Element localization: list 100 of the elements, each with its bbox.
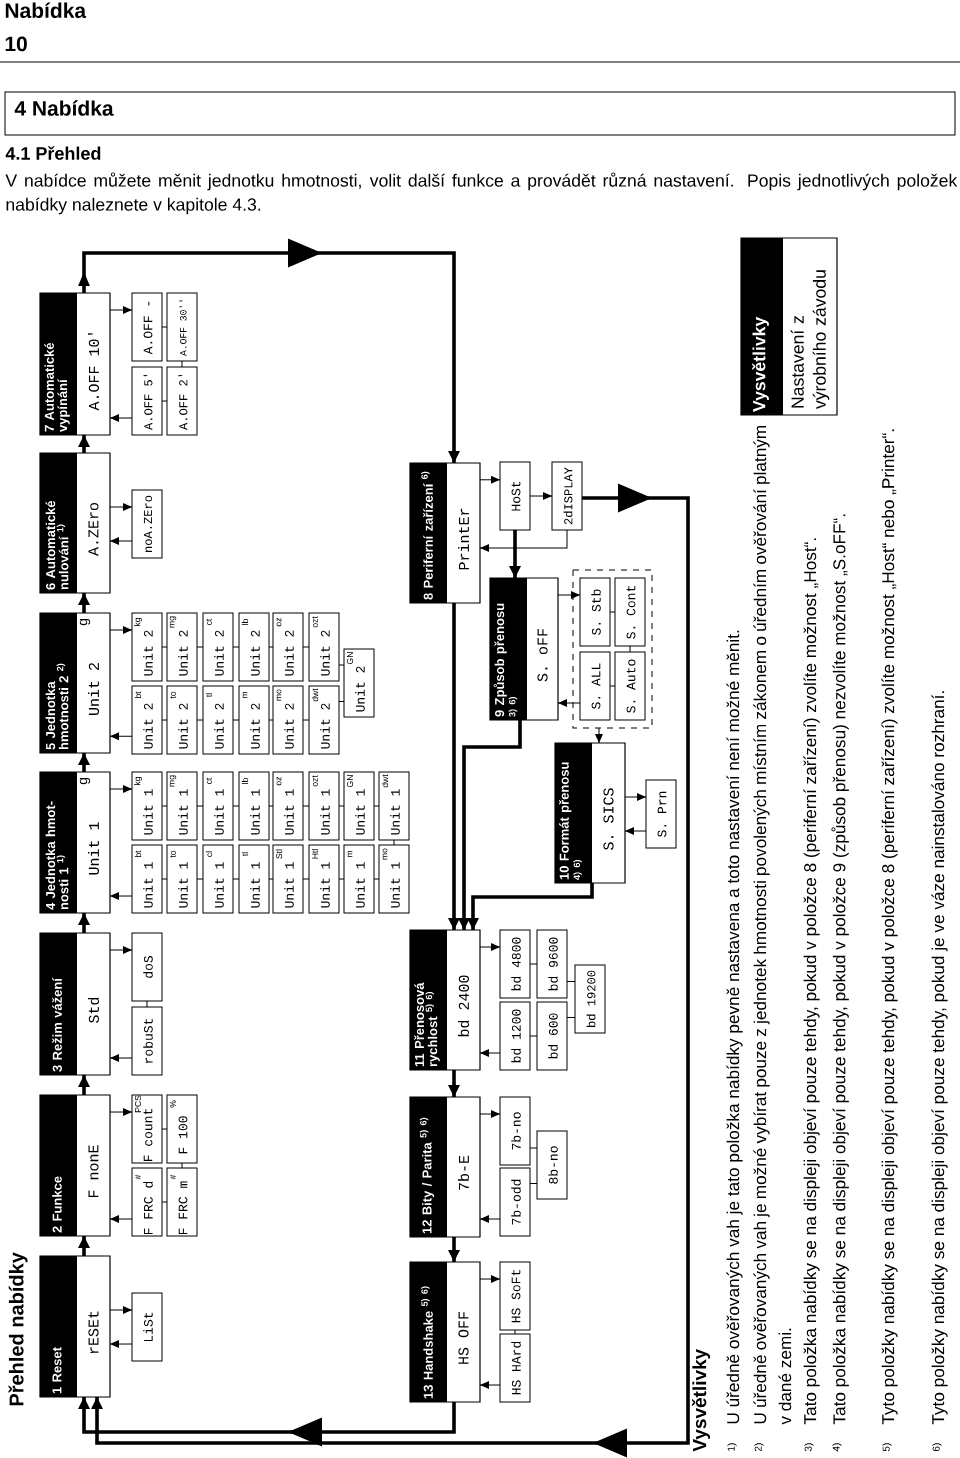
connector-line [529, 1183, 538, 1184]
arrow [458, 720, 522, 930]
arrow [109, 946, 133, 954]
page-number: 10 [5, 36, 27, 52]
footnote-number: 4) [832, 1443, 842, 1452]
arrow [595, 727, 603, 744]
connector-line [161, 805, 168, 807]
option-box: Unit 2 oz [272, 612, 304, 682]
option-box: Unit 2 GN [343, 648, 375, 718]
arrow [109, 732, 133, 741]
footnote: Tyto položky nabídky se na displeji objeví pouze tehdy, pokud je ve váze nainstalováno rozhraní. [931, 691, 948, 1425]
option-box: HoSt [499, 461, 531, 531]
option-box: S. ALL [579, 651, 611, 721]
option-box: A.OFF 2' [166, 366, 198, 436]
option-box: HS SoFt [499, 1261, 531, 1331]
menu-item-box: 8 Periferní zařízení $^{6)}$ PrintEr [409, 462, 481, 604]
connector-line [196, 646, 204, 648]
option-box: F count PCS [131, 1094, 163, 1164]
option-box: S. Stb [579, 577, 611, 647]
option-box: Unit 1 GN [343, 771, 375, 841]
option-box: bd 9600 [536, 929, 568, 999]
arrow [479, 1049, 501, 1057]
option-box: bd 600 [536, 1001, 568, 1071]
connector-line [161, 878, 168, 880]
option-box: Unit 2 bt [131, 685, 163, 755]
option-box: S. Prn [645, 779, 677, 849]
footnote: U úředně ověřovaných vah je možné vybírat pouze z jednotek hmotnosti povolených místním zákonem o úředním ověřování platným v dané zemi. [753, 425, 792, 1425]
arrow [557, 699, 581, 707]
connector-line [609, 611, 616, 613]
arrow [448, 1237, 460, 1262]
connector-line [232, 805, 240, 807]
arrow [109, 785, 133, 793]
paragraph: V nabídce můžete měnit jednotku hmotnosti, volit další funkce a provádět různá nastavení. Popis jednotlivých položek nabídky naleznete v kapitole 4.3. [5, 172, 958, 215]
arrow [624, 827, 647, 835]
menu-item-box: 2 Funkce F nonE [39, 1094, 111, 1237]
dashed-group-frame [572, 569, 653, 729]
connector-line [196, 719, 204, 721]
arrow [448, 603, 460, 930]
option-box: A.OFF 30'' [166, 292, 198, 362]
footnote-number: 3) [804, 1443, 814, 1452]
arrow [557, 591, 581, 599]
arrow [479, 1215, 501, 1223]
option-box: Unit 2 ozt [308, 612, 340, 682]
connector-line [181, 1162, 183, 1169]
option-box: bd 4800 [499, 929, 531, 999]
connector-line [373, 805, 380, 807]
option-box: Unit 2 tl [202, 685, 234, 755]
option-box: F FRC m # [166, 1167, 198, 1237]
option-box: doS [131, 932, 163, 1002]
connector-line [338, 701, 345, 702]
connector-line [268, 878, 274, 880]
option-box: Unit 2 dwt [308, 685, 340, 755]
menu-item-box: 10 Formát přenosu 4) 6) S. SICS [554, 742, 626, 884]
arrow [78, 1236, 90, 1256]
arrow [109, 1306, 133, 1314]
arrow [78, 435, 90, 453]
connector-line [161, 1201, 168, 1203]
option-box: Unit 1 ozt [308, 771, 340, 841]
option-box: Unit 2 ct [202, 612, 234, 682]
arrow [467, 883, 594, 930]
connector-line [268, 719, 274, 721]
connector-line [232, 878, 240, 880]
option-box: bd 19200 [574, 964, 606, 1034]
arrow [109, 1054, 133, 1062]
option-box: HS HArd [499, 1333, 531, 1403]
connector-line [302, 646, 310, 648]
option-box: 2dISPLAY [551, 461, 583, 531]
connector-line [609, 685, 616, 687]
option-box: Unit 1 mg [166, 771, 198, 841]
arrow [448, 1070, 460, 1097]
arrow [109, 503, 133, 511]
connector-line [268, 805, 274, 807]
option-box: Unit 1 bt [131, 844, 163, 914]
option-box: Unit 1 Htl [308, 844, 340, 914]
connector-line [529, 963, 538, 965]
connector-line [232, 646, 240, 648]
connector-line [373, 878, 380, 880]
arrow [82, 251, 460, 463]
option-box: noA.ZEro [131, 489, 163, 559]
option-box: F FRC d # [131, 1167, 163, 1237]
option-box: Unit 1 cl [202, 844, 234, 914]
option-box: Unit 2 kg [131, 612, 163, 682]
connector-line [161, 400, 168, 402]
option-box: robuSt [131, 1006, 163, 1076]
section-heading: 4 Nabídka [4, 91, 956, 136]
connector-line [302, 878, 310, 880]
option-box: Unit 1 Stl [272, 844, 304, 914]
arrow [78, 1075, 90, 1095]
connector-line [302, 719, 310, 721]
connector-line [161, 719, 168, 721]
option-box: F 100 % [166, 1094, 198, 1164]
connector-line [268, 646, 274, 648]
connector-line [338, 664, 345, 666]
arrow [91, 496, 690, 1445]
menu-item-box: 12 Bity / Parita $^{5) 6)}$ 7b-E [409, 1096, 481, 1238]
connector-line [338, 878, 345, 880]
connector-line [181, 360, 183, 368]
arrow [78, 593, 90, 613]
diagram-heading: Přehled nabídky [8, 1252, 28, 1406]
arrow [109, 1215, 133, 1223]
